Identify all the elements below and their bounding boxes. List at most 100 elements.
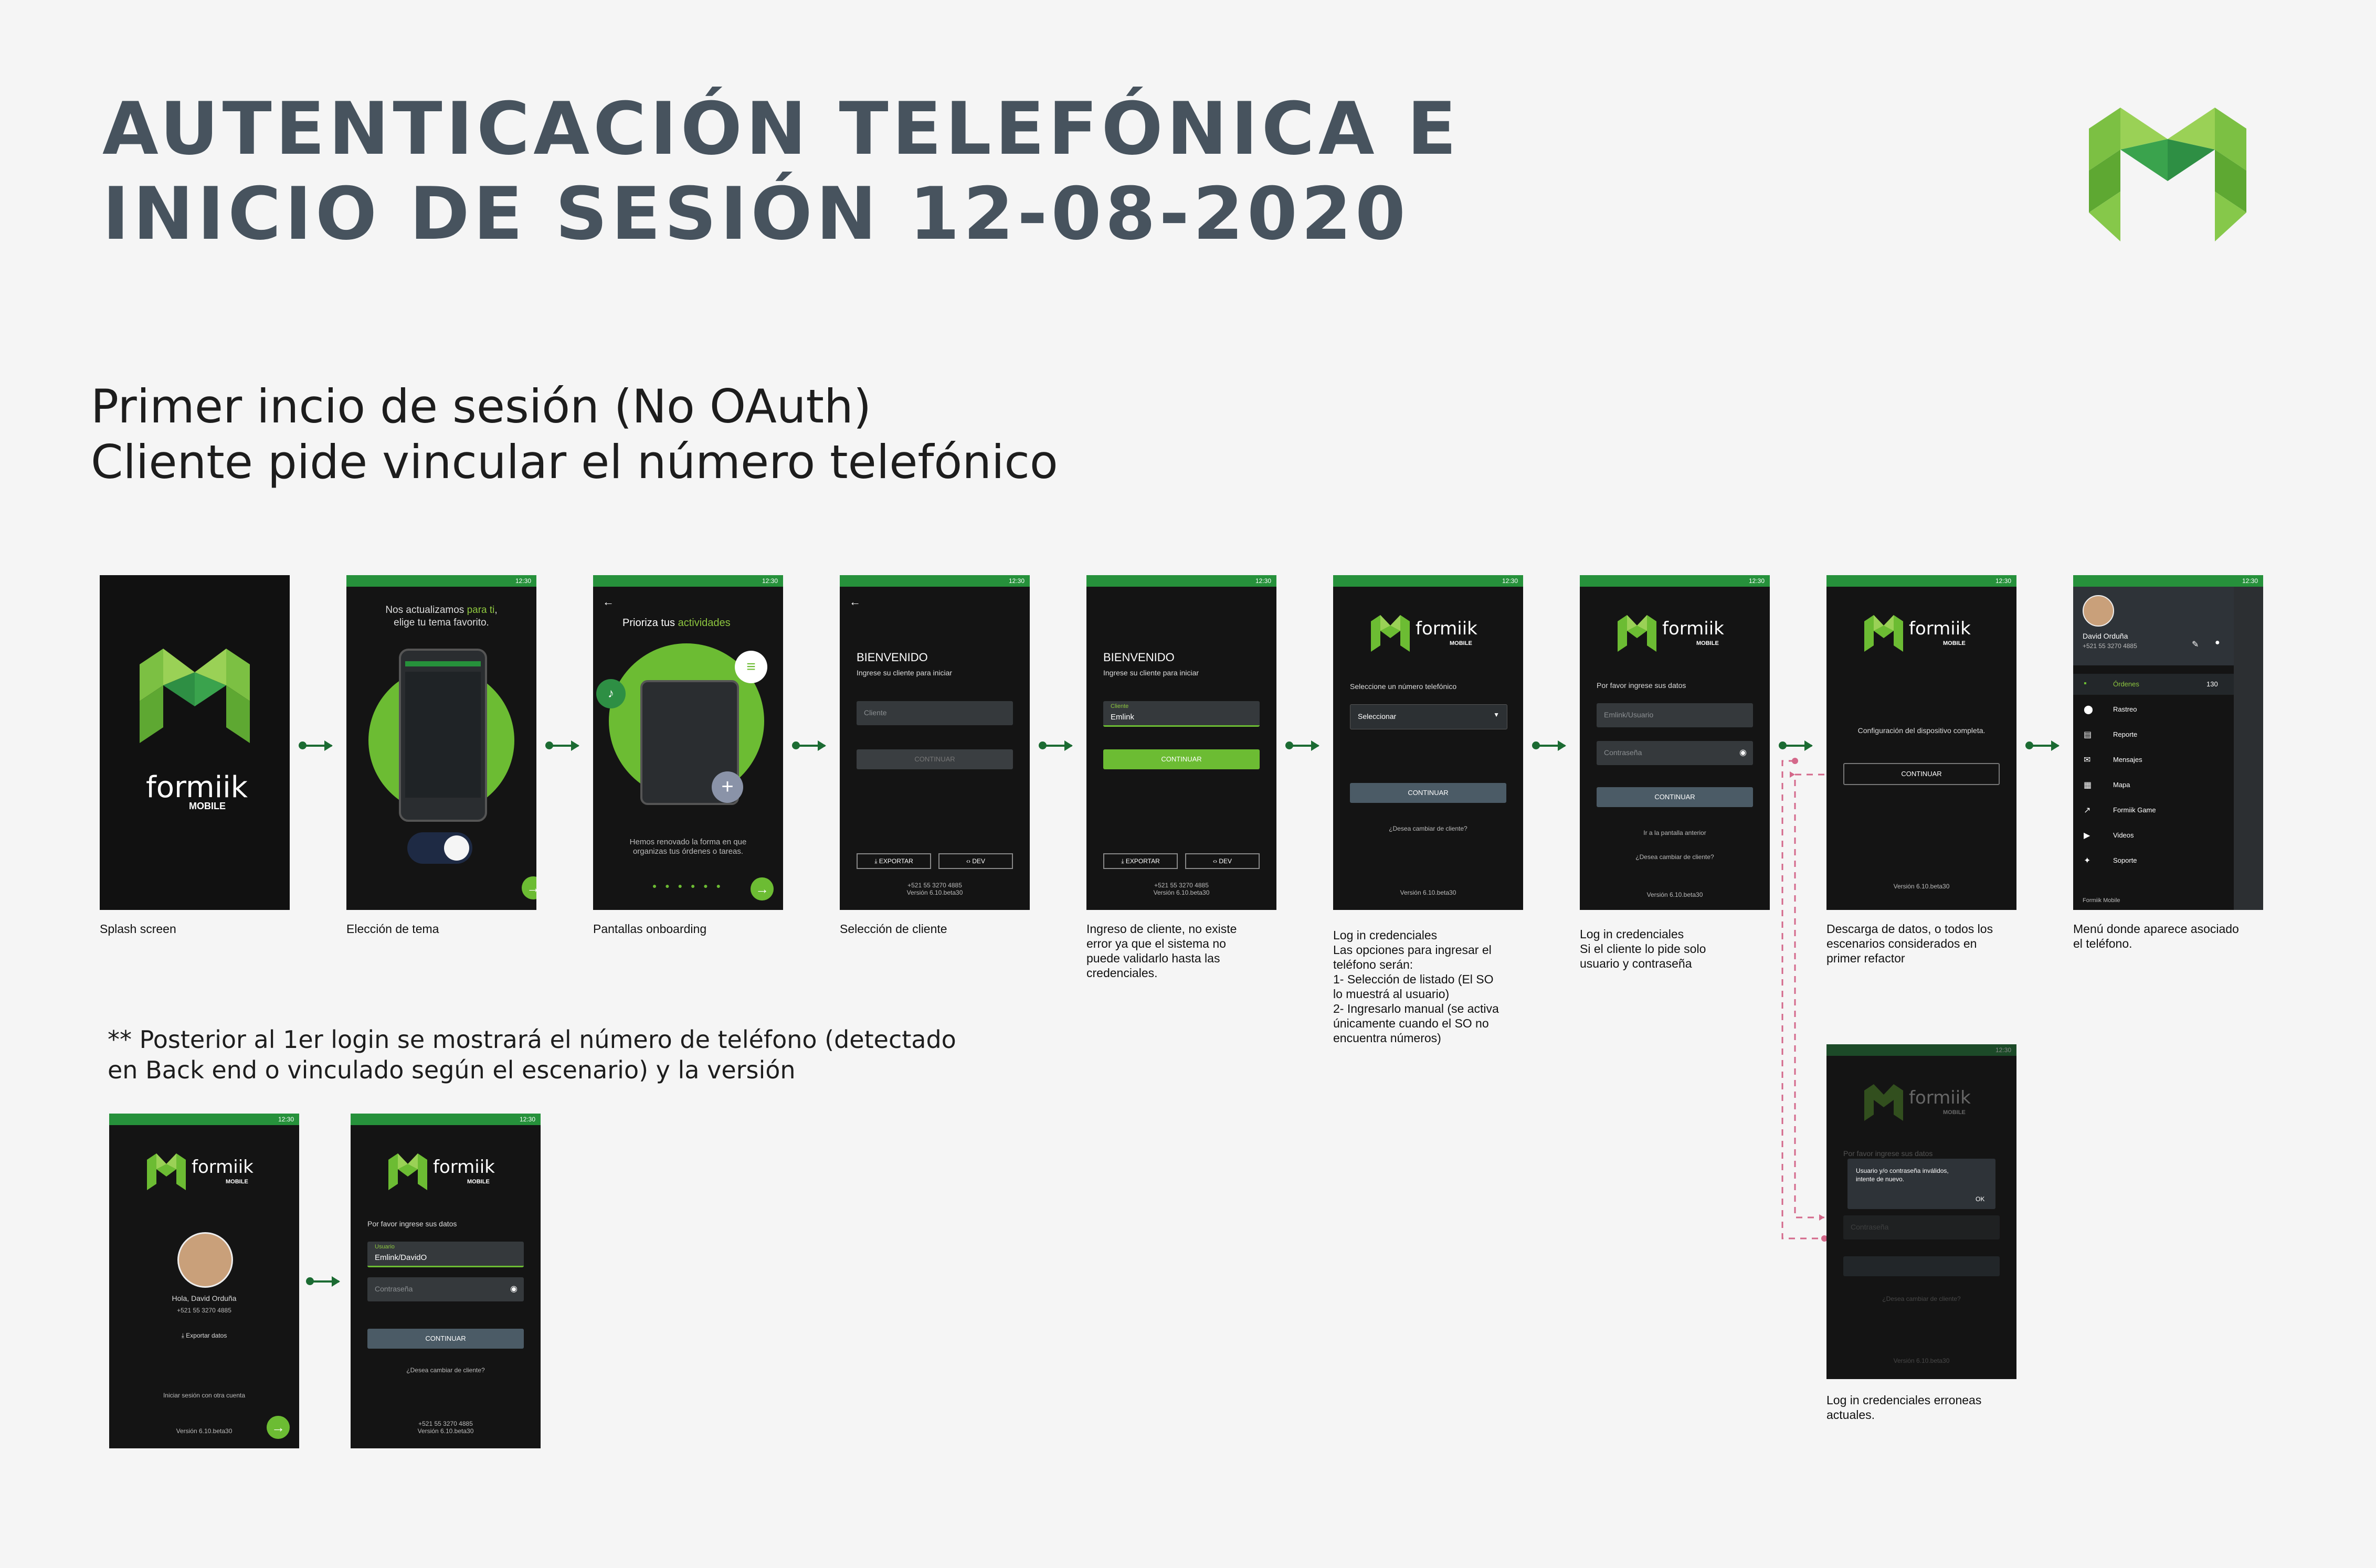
export-data-link[interactable]: ⤓ Exportar datos (181, 1332, 227, 1339)
user-input[interactable]: Usuario Emlink/DavidO (367, 1242, 524, 1267)
phone-select[interactable]: Seleccionar ▼ (1350, 704, 1507, 729)
menu-item[interactable]: ▤Reporte (2084, 730, 2138, 739)
status-bar: 12:30 (1826, 1044, 2016, 1056)
app-version: Versión 6.10.beta30 (1400, 889, 1456, 896)
error-dialog: Usuario y/o contraseña inválidos, intent… (1847, 1159, 1995, 1209)
other-account-link[interactable]: Iniciar sesión con otra cuenta (163, 1392, 246, 1399)
theme-toggle[interactable] (407, 832, 472, 864)
edit-icon[interactable]: ✎ (2192, 640, 2199, 649)
wrench-icon: ✦ (2084, 856, 2091, 865)
screen-client-entered: 12:30 BIENVENIDO Ingrese su cliente para… (1086, 575, 1276, 910)
password-input[interactable]: Contraseña (1843, 1215, 2000, 1239)
greeting: Hola, David Orduña (172, 1294, 237, 1302)
flow-arrow (1285, 740, 1319, 751)
dev-button[interactable]: ‹› DEV (1185, 853, 1260, 869)
dev-button[interactable]: ‹› DEV (938, 853, 1013, 869)
eye-icon[interactable]: ◉ (1739, 748, 1747, 757)
menu-item[interactable]: ▶Videos (2084, 831, 2134, 840)
caption-menu: Menú donde aparece asociado el teléfono. (2073, 922, 2239, 950)
note-text: ** Posterior al 1er login se mostrará el… (108, 1025, 956, 1084)
error-message-2: intente de nuevo. (1856, 1175, 1905, 1183)
change-client-link[interactable]: ¿Desea cambiar de cliente? (1882, 1295, 1961, 1302)
status-bar: 12:30 (1826, 575, 2016, 587)
export-button[interactable]: ⤓ EXPORTAR (857, 853, 931, 869)
flow-arrow (1532, 740, 1566, 751)
drawer-footer: Formiik Mobile (2083, 897, 2120, 904)
config-message: Configuración del dispositivo completa. (1857, 726, 1986, 735)
welcome-title: BIENVENIDO (1103, 651, 1175, 664)
flow-arrow (1779, 740, 1813, 751)
change-client-link[interactable]: ¿Desea cambiar de cliente? (1389, 825, 1467, 832)
continue-button[interactable]: CONTINUAR (1843, 763, 2000, 785)
menu-item[interactable]: ✦Soporte (2084, 856, 2137, 865)
change-client-link[interactable]: ¿Desea cambiar de cliente? (1635, 853, 1714, 861)
flow-arrow (306, 1276, 340, 1287)
menu-item[interactable]: ▦Mapa (2084, 781, 2130, 790)
continue-button[interactable]: CONTINUAR (857, 749, 1013, 769)
status-bar: 12:30 (351, 1114, 541, 1125)
onboarding-body-1: Hemos renovado la forma en que (629, 838, 747, 846)
caption-client-entered: Ingreso de cliente, no existe error ya q… (1086, 922, 1237, 980)
menu-item[interactable]: ⬤Rastreo (2084, 705, 2137, 714)
screen-returning-credentials: 12:30 formiik MOBILE Por favor ingrese s… (351, 1114, 541, 1448)
password-input[interactable]: Contraseña ◉ (367, 1277, 524, 1301)
continue-button[interactable] (1843, 1256, 2000, 1276)
change-client-link[interactable]: ¿Desea cambiar de cliente? (406, 1366, 485, 1374)
formiik-mark-icon (1864, 1084, 1903, 1121)
flow-arrow (792, 740, 826, 751)
screen-login-credentials: 12:30 formiik MOBILE Por favor ingrese s… (1580, 575, 1770, 910)
menu-item[interactable]: ✉Mensajes (2084, 756, 2142, 765)
continue-button[interactable]: CONTINUAR (1597, 787, 1753, 807)
formiik-logo-icon (2089, 108, 2246, 241)
status-bar: 12:30 (593, 575, 783, 587)
theme-heading-line2: elige tu tema favorito. (394, 617, 489, 628)
next-button[interactable]: → (751, 877, 774, 900)
back-link[interactable]: Ir a la pantalla anterior (1643, 829, 1706, 836)
screen-theme-selection: 12:30 Nos actualizamos para ti, elige tu… (346, 575, 536, 910)
user-input[interactable]: Emlink/Usuario (1597, 703, 1753, 727)
caption-phone-select: Log in credenciales Las opciones para in… (1333, 928, 1499, 1045)
mail-icon: ✉ (2084, 756, 2091, 765)
next-button[interactable]: → (267, 1416, 290, 1439)
dimmed-prompt: Por favor ingrese sus datos (1843, 1149, 1933, 1158)
continue-button[interactable]: CONTINUAR (1350, 783, 1506, 803)
welcome-prompt: Ingrese su cliente para iniciar (1103, 669, 1199, 677)
password-input[interactable]: Contraseña ◉ (1597, 741, 1753, 765)
menu-item[interactable]: ↗Formiik Game (2084, 806, 2156, 815)
app-version: Versión 6.10.beta30 (176, 1427, 233, 1435)
export-button[interactable]: ⤓ EXPORTAR (1103, 853, 1178, 869)
status-bar: 12:30 (1086, 575, 1276, 587)
flow-arrow (545, 740, 579, 751)
back-arrow-icon[interactable]: ← (603, 595, 614, 608)
formiik-mark-icon (1371, 615, 1410, 652)
section-subtitle: Primer incio de sesión (No OAuth) Client… (91, 379, 1058, 490)
app-version: Versión 6.10.beta30 (1153, 889, 1210, 896)
page-dots: ● ● ● ● ● ● (652, 882, 724, 890)
pin-icon: ⬤ (2084, 705, 2093, 714)
continue-button[interactable]: CONTINUAR (367, 1329, 524, 1349)
eye-icon[interactable]: ◉ (510, 1285, 518, 1294)
caption-config: Descarga de datos, o todos los escenario… (1826, 922, 1993, 965)
phone-prompt: Seleccione un número telefónico (1350, 682, 1457, 691)
client-input[interactable]: Cliente (857, 701, 1013, 725)
report-icon: ▤ (2084, 730, 2092, 739)
avatar (2083, 595, 2114, 627)
menu-item[interactable]: ▪ Órdenes 130 (2073, 674, 2234, 695)
screen-onboarding: 12:30 ← Prioriza tus actividades ≡ ♪ + H… (593, 575, 783, 910)
continue-button[interactable]: CONTINUAR (1103, 749, 1260, 769)
back-arrow-icon[interactable]: ← (849, 595, 861, 608)
next-button[interactable]: → (522, 876, 536, 899)
formiik-mark-icon (1864, 615, 1903, 652)
client-input[interactable]: Cliente Emlink (1103, 701, 1260, 727)
lightbulb-icon[interactable]: ● (2215, 638, 2220, 647)
theme-heading: Nos actualizamos para ti, (385, 605, 498, 616)
avatar (177, 1232, 233, 1288)
screen-login-error: 12:30 formiik MOBILE Por favor ingrese s… (1826, 1044, 2016, 1379)
onboarding-body-2: organizas tus órdenes o tareas. (632, 847, 744, 856)
device-phone: +521 55 3270 4885 (418, 1420, 473, 1427)
error-flow-connector (1781, 758, 1828, 1242)
ok-button[interactable]: OK (1976, 1195, 1985, 1203)
status-bar: 12:30 (109, 1114, 299, 1125)
status-bar: 12:30 (346, 575, 536, 587)
welcome-prompt: Ingrese su cliente para iniciar (857, 669, 953, 677)
